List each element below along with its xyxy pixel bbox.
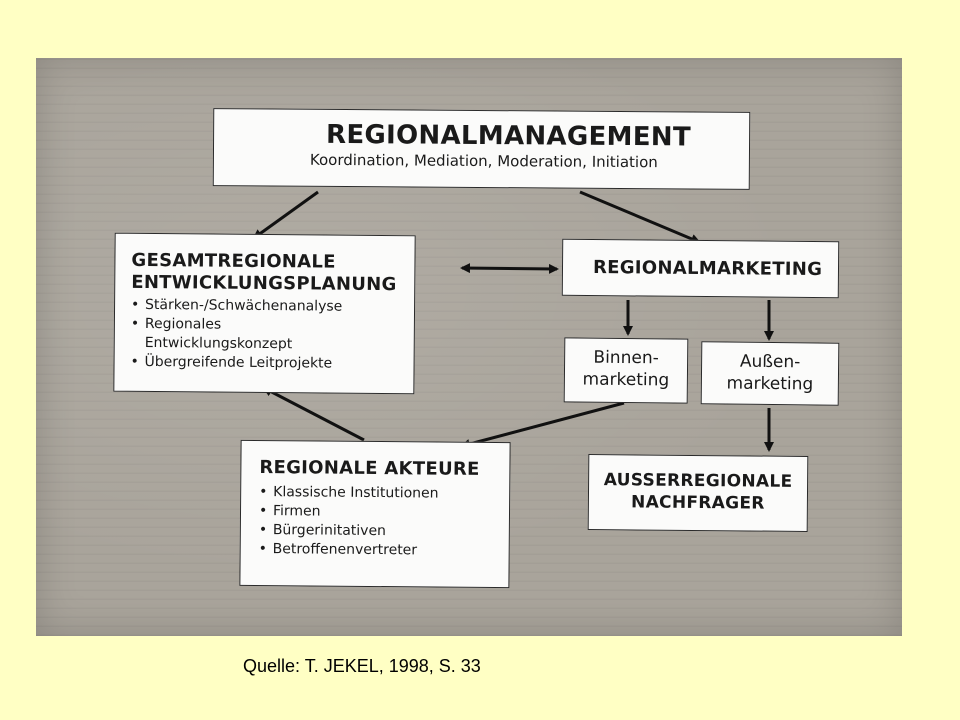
akteure-item: Klassische Institutionen: [259, 483, 499, 504]
binnenmarketing-box: Binnen- marketing: [563, 337, 689, 404]
planung-item: Übergreifende Leitprojekte: [130, 353, 403, 374]
planung-item: Stärken-/Schwächenanalyse: [131, 296, 404, 317]
akteure-item: Betroffenenvertreter: [259, 540, 499, 561]
arrow-management-to-planung: [252, 190, 319, 240]
akteure-box: REGIONALE AKTEURE Klassische Institution…: [239, 439, 511, 589]
arrow-akteure-to-planung: [262, 386, 365, 442]
scanned-diagram: REGIONALMANAGEMENT Koordination, Mediati…: [36, 58, 902, 636]
aussenmarketing-box: Außen- marketing: [700, 341, 840, 406]
planung-title-line1: GESAMTREGIONALE: [131, 249, 336, 273]
planung-item: Regionales Entwicklungskonzept: [131, 315, 305, 355]
binnenmarketing-line2: marketing: [582, 369, 670, 391]
regionalmarketing-box: REGIONALMARKETING: [561, 238, 840, 299]
akteure-item: Bürgerinitativen: [259, 521, 499, 542]
arrow-management-to-marketing: [579, 190, 701, 244]
akteure-title: REGIONALE AKTEURE: [259, 456, 480, 480]
source-caption: Quelle: T. JEKEL, 1998, S. 33: [243, 656, 481, 676]
aussenmarketing-line2: marketing: [726, 373, 814, 395]
arrow-layer: [252, 190, 774, 452]
arrow-planung-marketing-bidirectional: [460, 263, 559, 274]
akteure-list: Klassische Institutionen Firmen Bürgerin…: [259, 483, 500, 561]
akteure-item: Firmen: [259, 502, 499, 523]
regionalmanagement-title: REGIONALMANAGEMENT: [325, 119, 692, 153]
regionalmanagement-box: REGIONALMANAGEMENT Koordination, Mediati…: [212, 108, 751, 190]
aussenmarketing-line1: Außen-: [739, 351, 801, 373]
planung-list: Stärken-/Schwächenanalyse Regionales Ent…: [130, 296, 404, 374]
regionalmanagement-subtitle: Koordination, Mediation, Moderation, Ini…: [309, 150, 658, 172]
binnenmarketing-line1: Binnen-: [593, 347, 659, 369]
nachfrager-line2: NACHFRAGER: [631, 492, 765, 514]
arrow-binnen-to-akteure: [460, 401, 625, 449]
planung-box: GESAMTREGIONALE ENTWICKLUNGSPLANUNG Stär…: [113, 232, 416, 395]
nachfrager-line1: AUSSERREGIONALE: [603, 470, 793, 492]
nachfrager-box: AUSSERREGIONALE NACHFRAGER: [587, 454, 809, 532]
planung-title-line2: ENTWICKLUNGSPLANUNG: [131, 271, 397, 296]
regionalmarketing-title: REGIONALMARKETING: [592, 257, 823, 281]
